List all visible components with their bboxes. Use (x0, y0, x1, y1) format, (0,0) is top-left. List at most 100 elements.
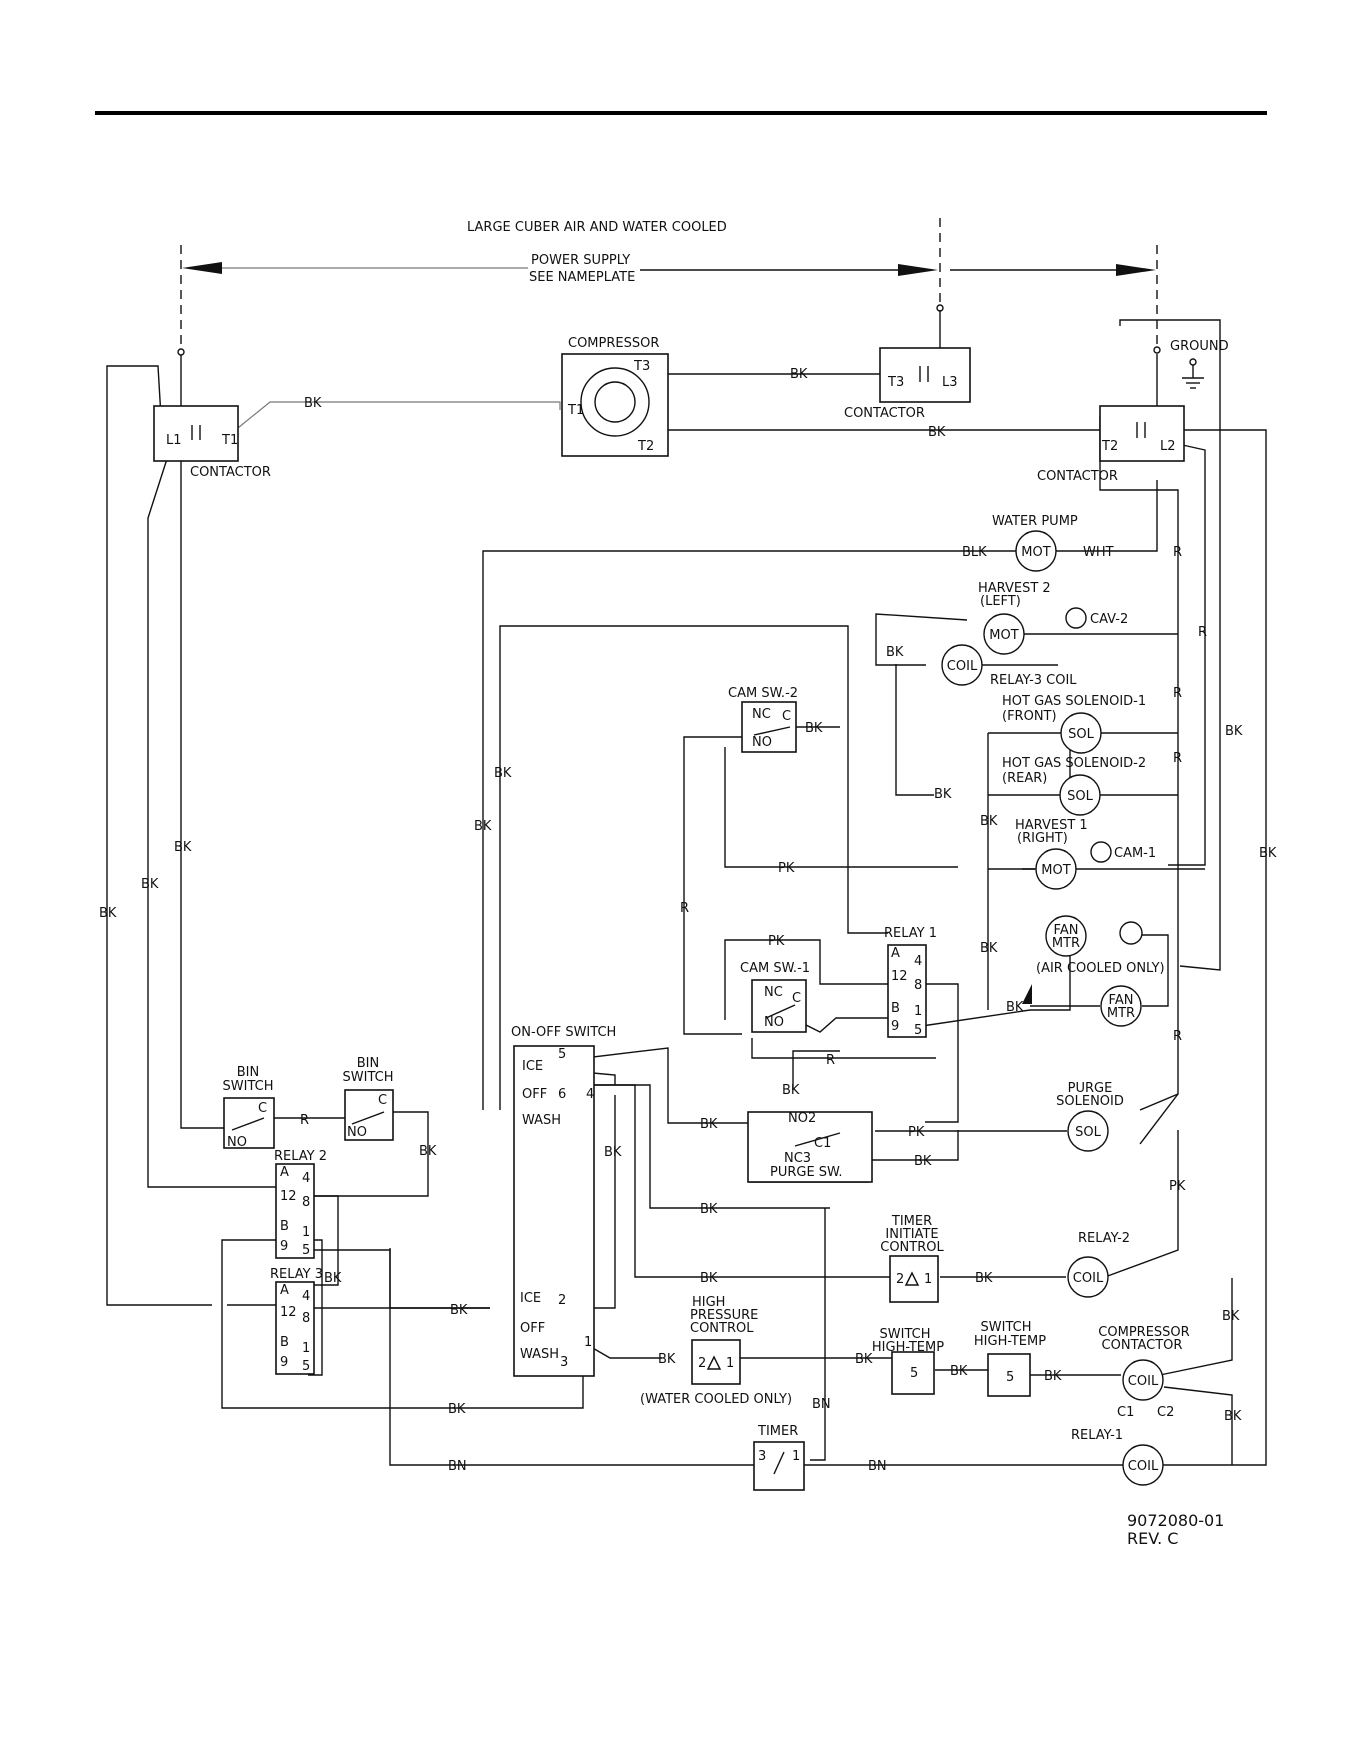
harvest-2-sub: (LEFT) (980, 594, 1021, 609)
relay-3-label: RELAY 3 (270, 1267, 323, 1282)
purge-solenoid: PURGE SOLENOID SOL (1056, 1081, 1124, 1152)
purge-sw-no2: NO2 (788, 1111, 816, 1126)
wire-label-bk: BK (980, 941, 998, 956)
wire-label-bk: BK (658, 1352, 676, 1367)
wire-label-bk: BK (304, 396, 322, 411)
relay-1: RELAY 1 A 12 4 8 B 9 1 5 (884, 926, 937, 1038)
on-off-switch: ON-OFF SWITCH ICE OFF WASH 5 6 4 ICE OFF… (511, 1025, 616, 1377)
cam-switch-1: CAM SW.-1 NC C NO (740, 961, 810, 1033)
wire-label-bk: BK (141, 877, 159, 892)
switch-high-temp-a: SWITCH HIGH-TEMP 5 (872, 1327, 944, 1395)
high-pressure-label-2: PRESSURE (690, 1308, 758, 1323)
relay-1-coil-label: RELAY-1 (1071, 1428, 1123, 1443)
relay-2-pin-a: A (280, 1165, 289, 1180)
wire-label-bk: BK (174, 840, 192, 855)
switch-high-temp-a-label-1: SWITCH (880, 1327, 931, 1342)
fan-air-only: (AIR COOLED ONLY) (1036, 961, 1165, 976)
purge-sw-nc3: NC3 (784, 1151, 811, 1166)
switch-high-temp-b: SWITCH HIGH-TEMP 5 (974, 1320, 1046, 1397)
on-off-n3: 3 (560, 1355, 568, 1370)
wire-label-bk: BK (934, 787, 952, 802)
wire-label-pk: PK (768, 934, 785, 949)
wire-label-bk: BK (1224, 1409, 1242, 1424)
wire-label-bk: BK (1006, 1000, 1024, 1015)
bin-switch-a-label-1: BIN (237, 1065, 259, 1080)
compressor-label: COMPRESSOR (568, 336, 659, 351)
arrowhead-mid (898, 264, 938, 276)
compressor-t1: T1 (567, 403, 584, 418)
relay-1-label: RELAY 1 (884, 926, 937, 941)
relay-2-coil: RELAY-2 COIL (1067, 1231, 1130, 1298)
harvest-1-cam: CAM-1 (1114, 846, 1156, 861)
wire-label-r: R (826, 1053, 835, 1068)
wire-label-bk: BK (805, 721, 823, 736)
wire-label-bk: BK (494, 766, 512, 781)
relay-2-pin-1: 1 (302, 1225, 310, 1240)
wire-label-bk: BK (419, 1144, 437, 1159)
wire-label-bk: BK (855, 1352, 873, 1367)
compressor-contactor-coil: COMPRESSOR CONTACTOR COIL C1 C2 (1098, 1325, 1189, 1420)
harvest-2-cam: CAV-2 (1090, 612, 1128, 627)
wires (106, 310, 1267, 1466)
high-pressure-control: HIGH PRESSURE CONTROL 2 1 (WATER COOLED … (640, 1295, 792, 1407)
fan-mtr-2-b: MTR (1107, 1006, 1135, 1021)
revision: REV. C (1127, 1529, 1178, 1548)
relay-3-coil-label: RELAY-3 COIL (990, 673, 1077, 688)
cam-sw-2-c: C (782, 709, 791, 724)
wire-label-bk: BK (448, 1402, 466, 1417)
timer-n3: 3 (758, 1449, 766, 1464)
high-pressure-label-3: CONTROL (690, 1321, 754, 1336)
compressor: COMPRESSOR T3 T1 T2 (561, 336, 669, 457)
bin-switch-a-c: C (258, 1101, 267, 1116)
relay-2-pin-12: 12 (280, 1189, 297, 1204)
timer-initiate-n2: 2 (896, 1272, 904, 1287)
hot-gas-solenoid-2: HOT GAS SOLENOID-2 (REAR) SOL (1002, 756, 1146, 816)
relay-1-pin-5: 5 (914, 1023, 922, 1038)
on-off-ice-2: ICE (520, 1291, 541, 1306)
purge-solenoid-label-1: PURGE (1068, 1081, 1113, 1096)
on-off-wash-2: WASH (520, 1347, 559, 1362)
switch-high-temp-b-label-1: SWITCH (981, 1320, 1032, 1335)
contactor-mid: T3 L3 CONTACTOR (844, 347, 971, 421)
relay-3-coil-text: COIL (947, 659, 978, 674)
on-off-ice-1: ICE (522, 1059, 543, 1074)
wire-label-bk: BK (886, 645, 904, 660)
switch-high-temp-b-n: 5 (1006, 1370, 1014, 1385)
relay-3-pin-1: 1 (302, 1341, 310, 1356)
relay-3-pin-a: A (280, 1283, 289, 1298)
relay-2: RELAY 2 A 12 4 8 B 9 1 5 (274, 1149, 327, 1259)
fan-motors: FAN MTR (AIR COOLED ONLY) FAN MTR (1022, 915, 1165, 1027)
timer: TIMER 3 1 (753, 1424, 805, 1491)
water-pump-label: WATER PUMP (992, 514, 1078, 529)
on-off-n1: 1 (584, 1335, 592, 1350)
wire-label-bk: BK (980, 814, 998, 829)
relay-1-pin-1: 1 (914, 1004, 922, 1019)
relay-2-coil-text: COIL (1073, 1271, 1104, 1286)
wire-label-bk: BK (928, 425, 946, 440)
wire-label-bk: BK (1225, 724, 1243, 739)
relay-1-pin-9: 9 (891, 1019, 899, 1034)
wire-label-r: R (1173, 1029, 1182, 1044)
relay-2-coil-label: RELAY-2 (1078, 1231, 1130, 1246)
purge-solenoid-label-2: SOLENOID (1056, 1094, 1124, 1109)
harvest-2-label: HARVEST 2 (978, 581, 1051, 596)
relay-2-pin-4: 4 (302, 1171, 310, 1186)
supply-terminal-l2 (1153, 346, 1161, 354)
bin-switch-b: BIN SWITCH C NO (343, 1056, 394, 1141)
relay-3-pin-5: 5 (302, 1359, 310, 1374)
harvest-2-motor: HARVEST 2 (LEFT) MOT CAV-2 (978, 581, 1128, 655)
contactor-right-l2: L2 (1160, 439, 1176, 454)
wire-label-bk: BK (700, 1117, 718, 1132)
comp-contactor-c1: C1 (1117, 1405, 1134, 1420)
timer-initiate-label-1: TIMER (891, 1214, 932, 1229)
relay-1-pin-b: B (891, 1001, 900, 1016)
comp-contactor-label-2: CONTACTOR (1102, 1338, 1183, 1353)
diagram-title: LARGE CUBER AIR AND WATER COOLED (467, 220, 727, 235)
wire-label-bk: BK (914, 1154, 932, 1169)
wire-label-bk: BK (1259, 846, 1277, 861)
bin-switch-b-no: NO (347, 1125, 367, 1140)
hot-gas-2-label: HOT GAS SOLENOID-2 (1002, 756, 1146, 771)
hot-gas-1-label: HOT GAS SOLENOID-1 (1002, 694, 1146, 709)
wire-label-bn: BN (448, 1459, 467, 1474)
